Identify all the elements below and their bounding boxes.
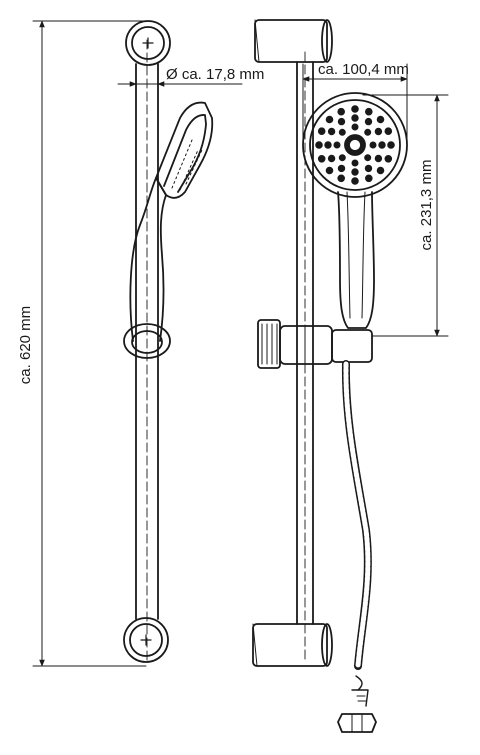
spray-nozzle bbox=[317, 127, 326, 136]
spray-nozzle bbox=[387, 141, 395, 149]
spray-nozzle bbox=[324, 141, 332, 149]
spray-nozzle bbox=[337, 174, 346, 183]
total-height-dimension bbox=[32, 20, 149, 667]
handle-length-label: ca. 231,3 mm bbox=[418, 160, 435, 251]
head-diameter-dimension bbox=[302, 63, 408, 146]
spray-nozzle bbox=[374, 154, 383, 163]
spray-nozzle bbox=[325, 166, 334, 175]
spray-nozzle bbox=[333, 141, 341, 149]
spray-nozzle bbox=[338, 128, 346, 136]
spray-nozzle bbox=[351, 168, 359, 176]
spray-nozzle bbox=[364, 117, 373, 126]
spray-nozzle bbox=[351, 123, 359, 131]
bottom-wall-bracket-side bbox=[123, 617, 169, 663]
spray-nozzle bbox=[384, 127, 393, 136]
top-wall-bracket-side bbox=[125, 20, 171, 66]
nozzle-pattern bbox=[315, 105, 395, 185]
total-height-label: ca. 620 mm bbox=[17, 306, 34, 384]
bar-diameter-label: Ø ca. 17,8 mm bbox=[166, 66, 264, 83]
rail-side bbox=[135, 39, 159, 661]
spray-nozzle bbox=[376, 115, 385, 124]
spray-nozzle bbox=[364, 128, 372, 136]
spray-nozzle bbox=[364, 164, 373, 173]
spray-nozzle bbox=[337, 107, 346, 116]
hand-shower-side bbox=[129, 101, 214, 342]
spray-nozzle bbox=[384, 155, 393, 163]
spray-nozzle bbox=[317, 155, 326, 163]
spray-nozzle bbox=[369, 141, 377, 149]
handle-length-dimension bbox=[362, 94, 449, 337]
bottom-wall-bracket-front bbox=[252, 623, 333, 667]
spray-nozzle bbox=[378, 141, 386, 149]
shower-hose bbox=[337, 360, 377, 733]
spray-nozzle bbox=[327, 127, 336, 136]
spray-nozzle bbox=[315, 141, 323, 149]
spray-nozzle bbox=[337, 164, 346, 173]
spray-nozzle bbox=[376, 166, 385, 175]
spray-nozzle bbox=[351, 114, 359, 122]
head-diameter-label: ca. 100,4 mm bbox=[318, 61, 409, 78]
spray-nozzle bbox=[338, 154, 346, 162]
slider-holder-side bbox=[123, 323, 171, 359]
spray-nozzle bbox=[327, 154, 336, 163]
spray-nozzle bbox=[364, 174, 373, 183]
side-view bbox=[32, 20, 243, 667]
top-wall-bracket-front bbox=[254, 19, 333, 63]
slider-front bbox=[257, 319, 373, 369]
spray-nozzle bbox=[351, 159, 359, 167]
front-view bbox=[252, 19, 449, 733]
spray-nozzle bbox=[337, 117, 346, 126]
spray-nozzle bbox=[351, 177, 359, 185]
spray-nozzle bbox=[351, 105, 359, 113]
spray-nozzle bbox=[364, 107, 373, 116]
spray-nozzle bbox=[325, 115, 334, 124]
spray-nozzle bbox=[364, 154, 372, 162]
spray-nozzle bbox=[374, 127, 383, 136]
